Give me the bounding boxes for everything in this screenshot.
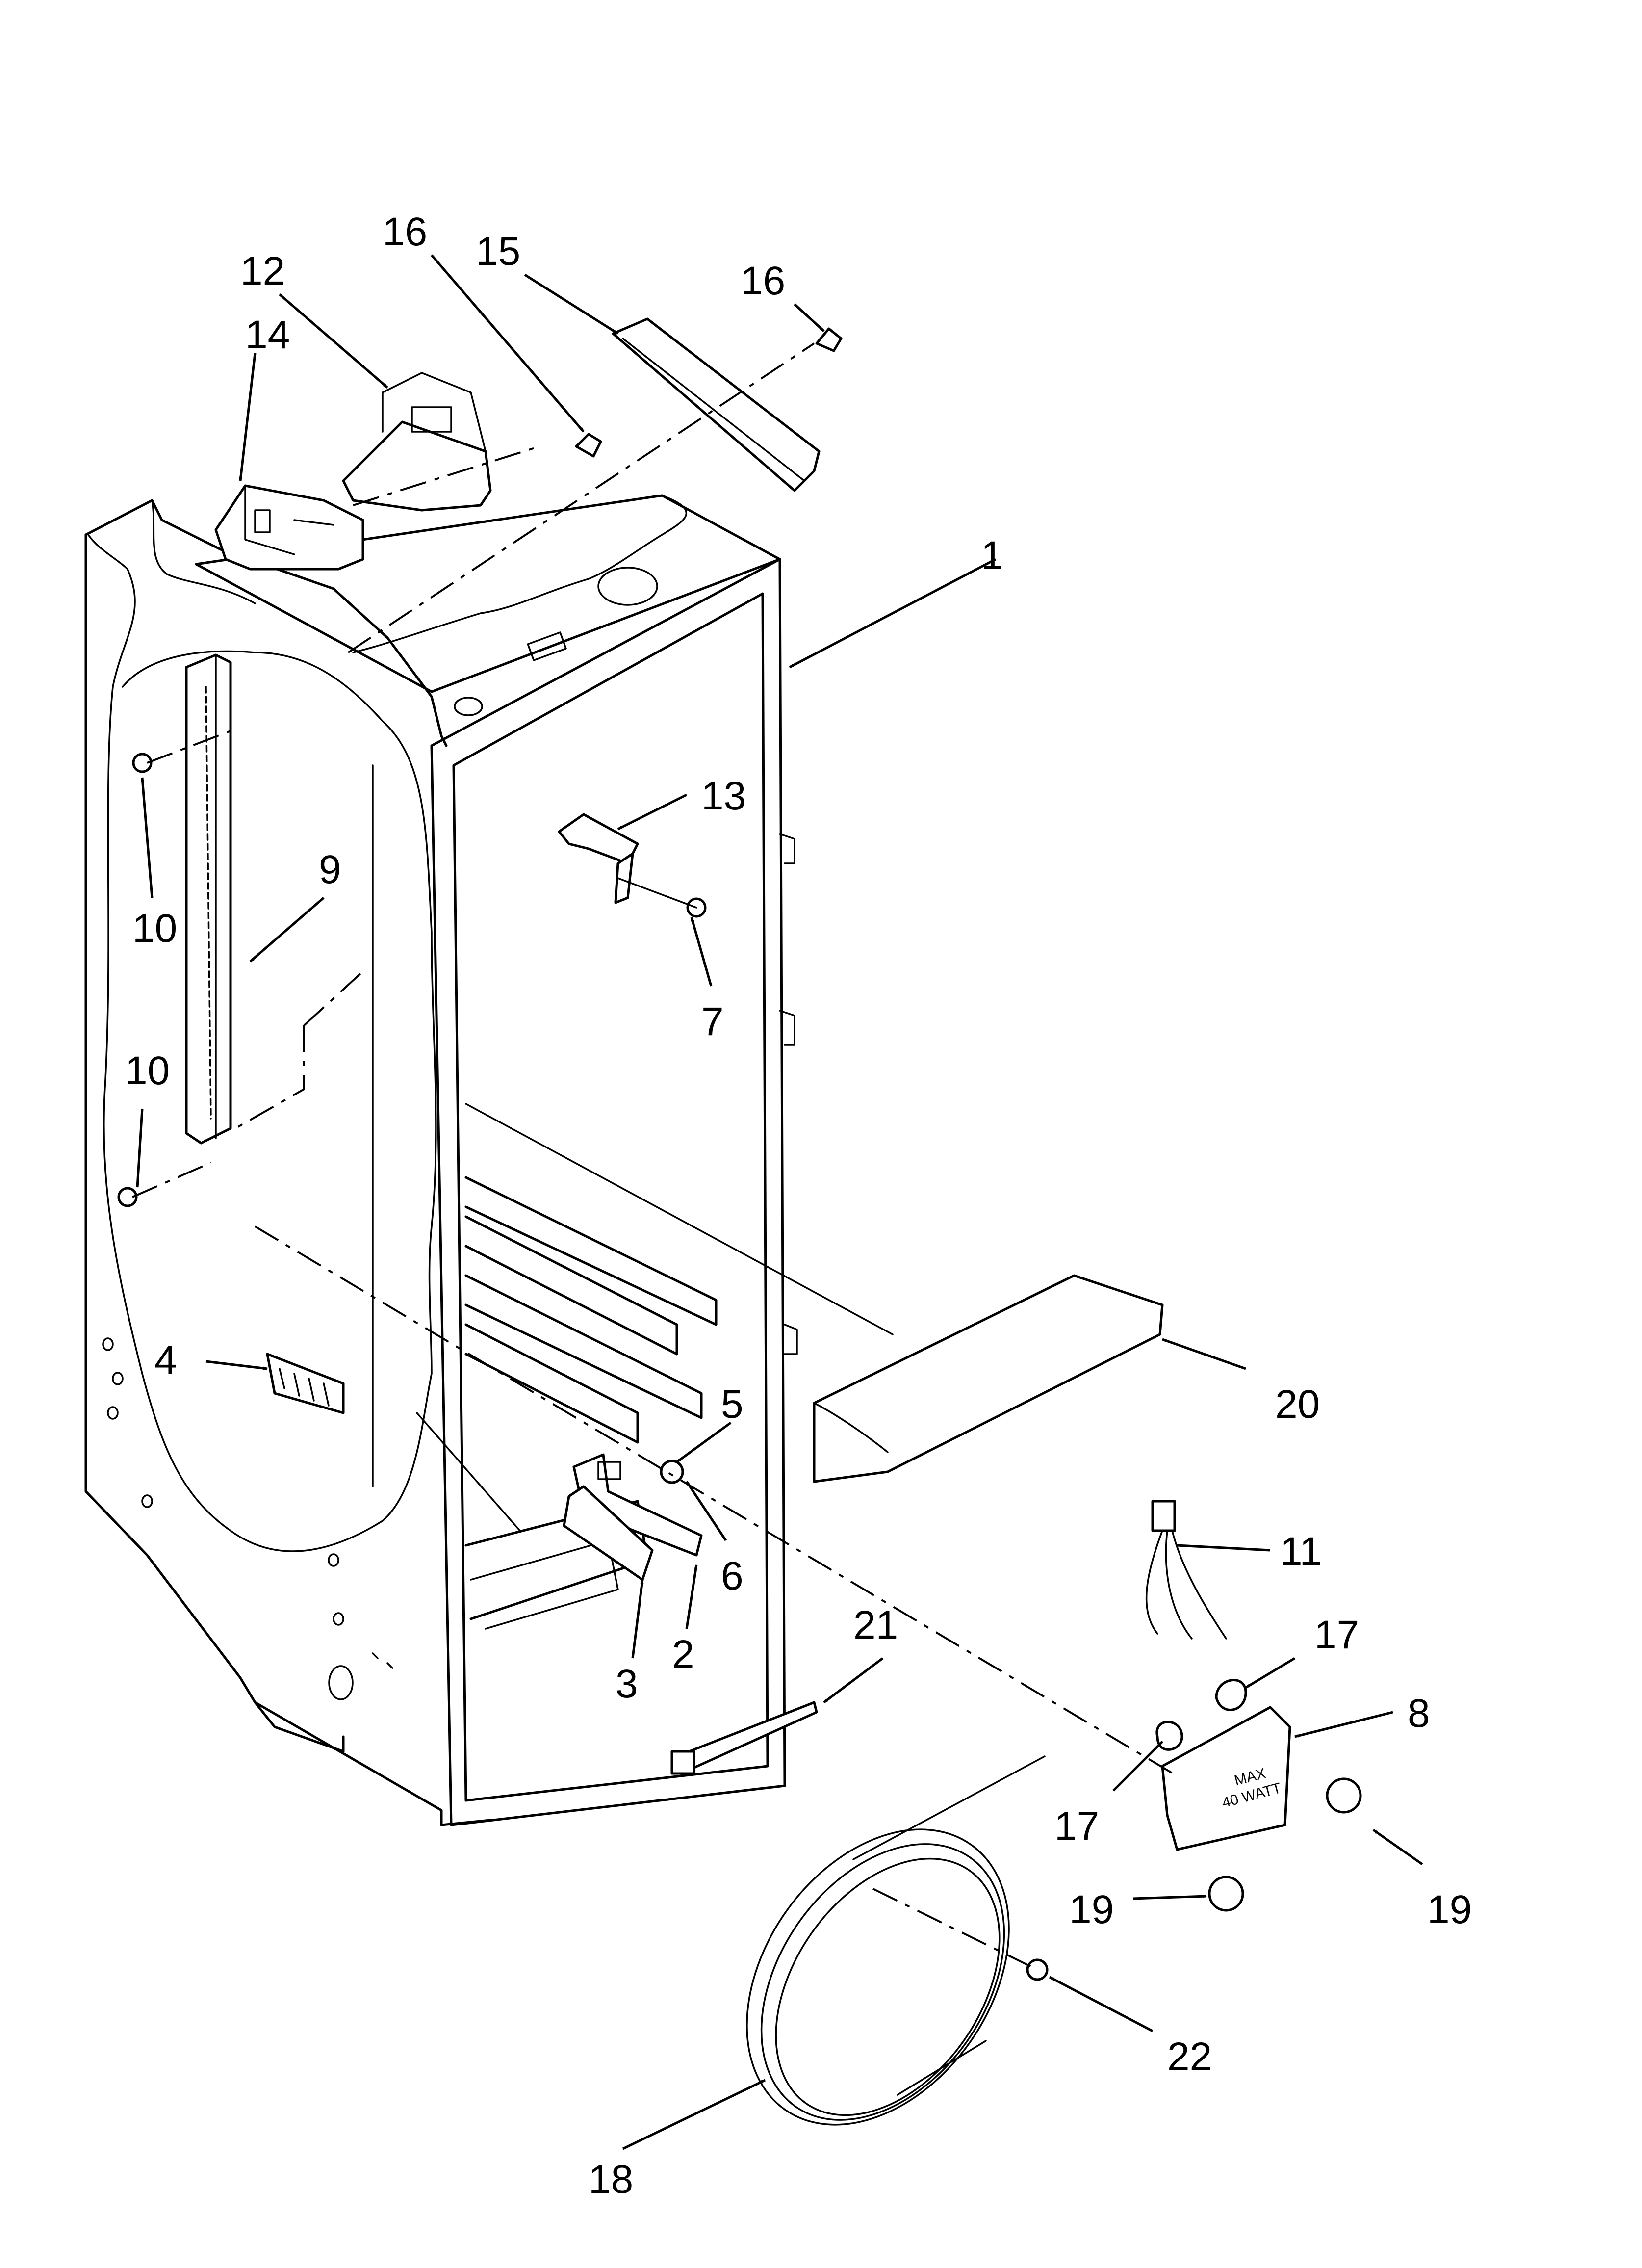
screw-10a [132,753,153,773]
callout-16a: 16 [383,209,427,254]
callout-6: 6 [721,1554,744,1598]
callout-4: 4 [154,1338,177,1382]
callout-10b: 10 [125,1048,170,1093]
callout-19a: 19 [1427,1887,1472,1932]
callout-1: 1 [981,533,1003,578]
bracket [558,813,639,904]
callout-labels: 1 2 3 4 5 6 7 8 9 10 10 11 12 13 14 15 1… [125,209,1472,2202]
callout-11: 11 [1280,1529,1322,1574]
lamp-socket: MAX 40 WATT [1161,1706,1291,1851]
cabinet-liner [84,494,798,1826]
screw-5 [660,1460,684,1484]
bulb-19a [1326,1777,1362,1814]
lower-brackets [563,1453,703,1581]
callout-16b: 16 [741,259,785,303]
callout-17b: 17 [1054,1804,1099,1849]
trim-channel [612,317,821,492]
control-housing [342,372,492,512]
callout-9: 9 [319,847,341,892]
vent-grille [266,1353,345,1414]
coiled-tube [746,1755,1046,2126]
screw-16a [575,433,602,458]
callout-3: 3 [616,1662,638,1706]
callout-21: 21 [853,1603,898,1647]
callout-12: 12 [240,249,285,293]
callout-17a: 17 [1314,1613,1359,1657]
screw-16b [815,327,843,352]
leader-arrows [135,254,1423,2150]
callout-15: 15 [476,229,520,274]
temperature-control [214,484,364,571]
callout-2: 2 [672,1632,694,1677]
alignment-lines [132,342,1178,1968]
callout-20: 20 [1275,1382,1320,1427]
bulb-19b [1208,1876,1244,1912]
cable-tie [670,1701,818,1775]
callout-19b: 19 [1069,1887,1114,1932]
clip-17b [1155,1721,1183,1751]
callout-14: 14 [245,313,290,357]
callout-5: 5 [721,1382,744,1427]
shelf-rail [185,653,232,1145]
callout-8: 8 [1408,1691,1430,1736]
screw-10b [117,1187,138,1207]
wire-harness [1145,1500,1227,1640]
callout-7: 7 [701,999,724,1044]
callout-22: 22 [1167,2034,1212,2079]
light-shield [813,1274,1164,1483]
callout-13: 13 [701,774,746,818]
callout-18: 18 [589,2157,633,2202]
clip-17a [1215,1679,1247,1711]
screw-22 [1026,1958,1049,1981]
callout-10a: 10 [132,906,177,951]
